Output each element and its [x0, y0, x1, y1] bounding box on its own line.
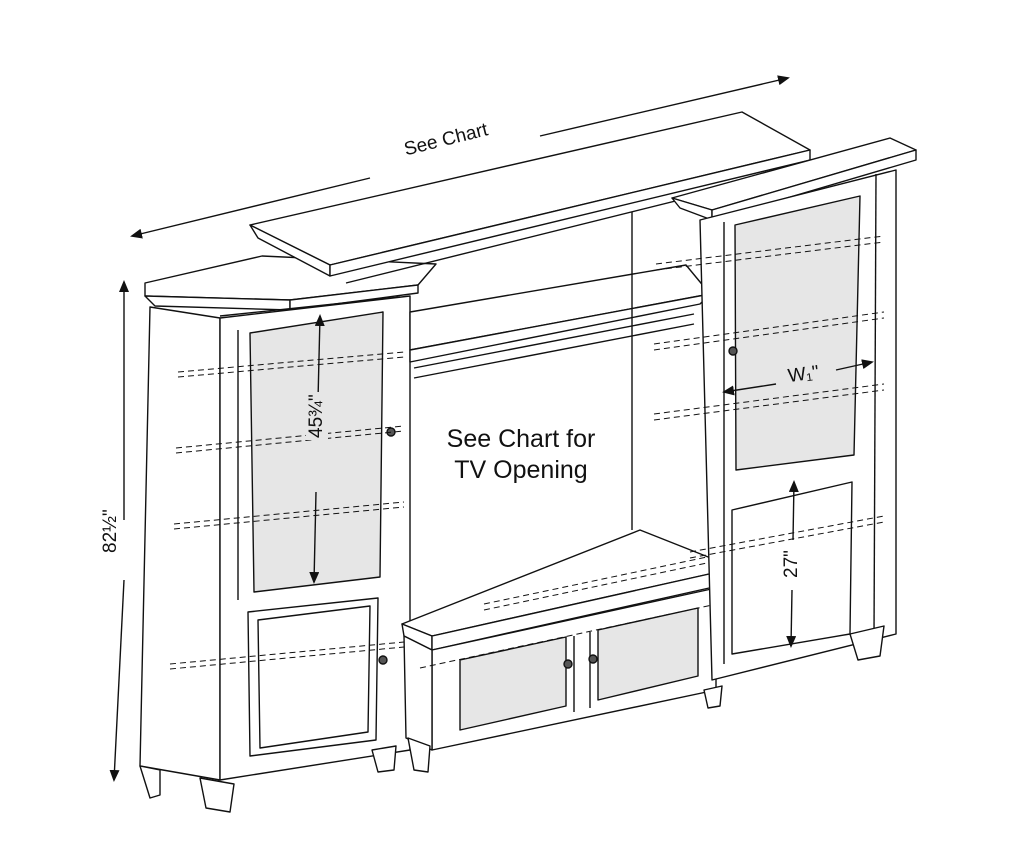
bridge [249, 111, 811, 530]
overall-height-dimension [109, 280, 129, 782]
tv-opening-label: See Chart for TV Opening [436, 424, 606, 486]
overall-width-dimension [130, 75, 790, 239]
right-pier-cabinet [653, 137, 917, 681]
overall-height-label: 82½" [100, 507, 122, 555]
lower-door-height-label: 27" [781, 548, 803, 580]
center-tv-console [401, 529, 737, 773]
tv-opening-line-1: See Chart for [446, 425, 596, 453]
glass-door-height-label: 45¾" [306, 392, 328, 440]
left-pier-cabinet [139, 255, 437, 813]
tv-opening-line-2: TV Opening [454, 456, 588, 484]
